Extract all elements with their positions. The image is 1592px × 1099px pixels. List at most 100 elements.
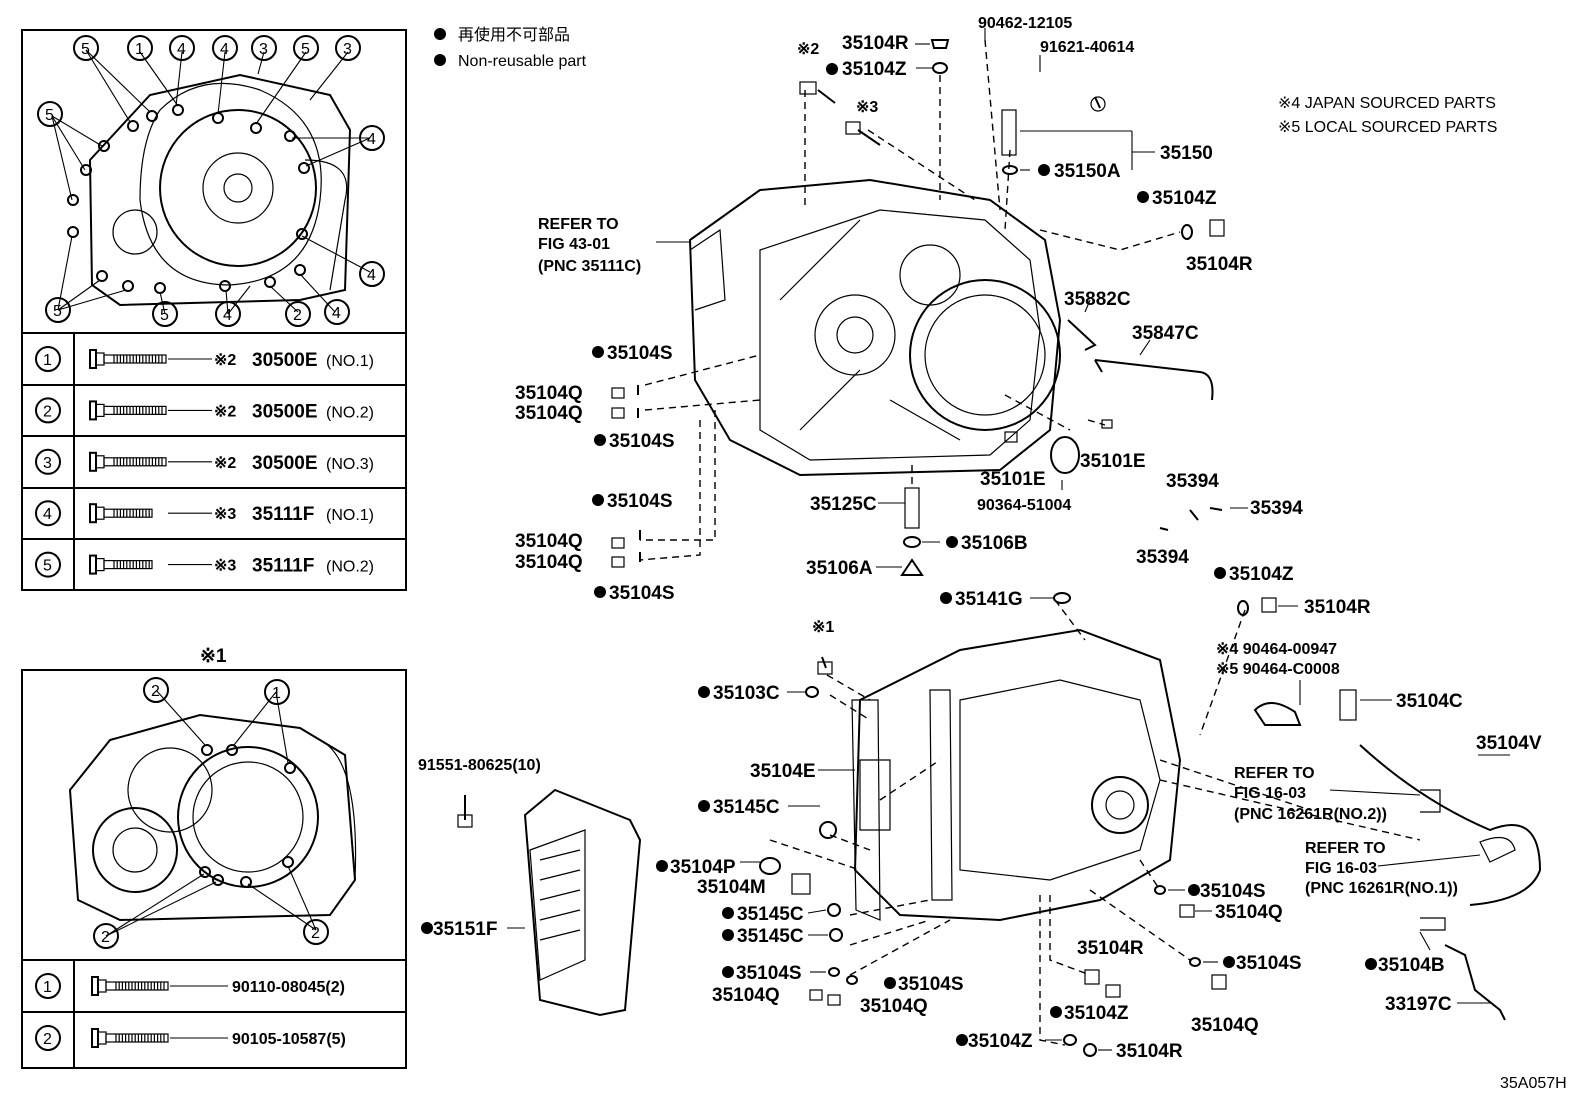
refer1-line3: (PNC 35111C)	[538, 258, 641, 275]
label-35145C-b: 35145C	[737, 904, 804, 925]
label-35104R-a: 35104R	[842, 33, 909, 54]
svg-text:4: 4	[223, 307, 232, 324]
svg-text:4: 4	[177, 41, 186, 58]
refer2-line2: FIG 16-03	[1234, 785, 1306, 802]
row-number: 2	[43, 403, 52, 420]
oil-seal-90364-drawing	[1050, 436, 1080, 474]
inset-top: 5 1 4 4 3 5 3 5 4 4 5 5 4 2 4	[21, 29, 407, 591]
label-35151F: 35151F	[433, 919, 497, 940]
label-35145C-a: 35145C	[713, 797, 780, 818]
svg-text:5: 5	[81, 41, 90, 58]
row-qualifier: (NO.1)	[326, 507, 374, 524]
refer1-line1: REFER TO	[538, 216, 619, 233]
label-35104Q-c: 35104Q	[515, 531, 583, 552]
label-90464-a: ※4 90464-00947	[1216, 641, 1337, 658]
row-part: 30500E	[252, 350, 318, 371]
label-35125C: 35125C	[810, 494, 877, 515]
label-90364: 90364-51004	[977, 497, 1071, 514]
svg-text:3: 3	[259, 41, 268, 58]
row-part: 35111F	[252, 504, 314, 525]
inset-bottom-case-drawing: 2 1 2 2	[68, 677, 357, 949]
label-35104S-b: 35104S	[609, 431, 675, 452]
svg-text:2: 2	[101, 929, 110, 946]
label-35104R-d: 35104R	[1077, 938, 1144, 959]
note-japan-sourced: ※4 JAPAN SOURCED PARTS	[1278, 95, 1496, 112]
row-qualifier: (NO.2)	[326, 559, 374, 576]
row-part: 30500E	[252, 401, 318, 422]
row-part: 90105-10587(5)	[232, 1031, 346, 1048]
inset-bottom: ※1	[21, 646, 407, 1069]
svg-text:2: 2	[293, 307, 302, 324]
legend: 再使用不可部品 Non-reusable part	[434, 26, 587, 70]
part-labels: ※2 35104R 35104Z 90462-12105 91621-40614…	[418, 15, 1542, 1062]
label-35104E: 35104E	[750, 761, 816, 782]
row-mark: ※3	[214, 558, 236, 575]
inset-top-case-drawing: 5 1 4 4 3 5 3 5 4 4 5 5 4 2 4	[37, 35, 385, 327]
label-35104S-h: 35104S	[898, 974, 964, 995]
row-number: 1	[43, 352, 52, 369]
row-number-circle	[35, 973, 61, 999]
label-35150: 35150	[1160, 143, 1213, 164]
small-part-symbols	[457, 39, 1516, 1057]
label-35104R-c: 35104R	[1304, 597, 1371, 618]
label-35150A: 35150A	[1054, 161, 1121, 182]
refer2-line1: REFER TO	[1234, 765, 1315, 782]
inset-bottom-title: ※1	[200, 646, 227, 667]
label-35104B: 35104B	[1378, 955, 1445, 976]
label-mark3: ※3	[856, 99, 878, 116]
label-35394-c: 35394	[1136, 547, 1189, 568]
label-35104Z-c: 35104Z	[1229, 564, 1294, 585]
label-35104S-a: 35104S	[607, 343, 673, 364]
oil-pan-drawing	[523, 788, 642, 1017]
svg-text:2: 2	[311, 925, 320, 942]
label-35104S-c: 35104S	[607, 491, 673, 512]
label-90462: 90462-12105	[978, 15, 1072, 32]
label-35104Q-e: 35104Q	[1215, 902, 1283, 923]
svg-text:5: 5	[45, 107, 54, 124]
label-35103C: 35103C	[713, 683, 780, 704]
label-35104Q-h: 35104Q	[1191, 1015, 1259, 1036]
label-90464-b: ※5 90464-C0008	[1216, 661, 1340, 678]
row-number-circle	[35, 500, 61, 527]
inset-top-callouts: 5 1 4 4 3 5 3 5 4 4 5 5 4 2 4	[37, 35, 385, 327]
label-35106A: 35106A	[806, 558, 873, 579]
label-35104Z-e: 35104Z	[968, 1031, 1033, 1052]
row-number: 5	[43, 558, 52, 575]
label-35104S-f: 35104S	[1236, 953, 1302, 974]
label-35104Q-f: 35104Q	[712, 985, 780, 1006]
row-part: 30500E	[252, 453, 318, 474]
label-35394-a: 35394	[1166, 471, 1219, 492]
svg-text:3: 3	[343, 41, 352, 58]
row-mark: ※2	[214, 403, 236, 420]
label-33197C: 33197C	[1385, 994, 1452, 1015]
label-35104S-d: 35104S	[609, 583, 675, 604]
non-reusable-markers	[421, 63, 1377, 1046]
label-35104Q-a: 35104Q	[515, 383, 583, 404]
refer3-line2: FIG 16-03	[1305, 860, 1377, 877]
label-35104Z-d: 35104Z	[1064, 1003, 1129, 1024]
transaxle-case-drawing	[851, 628, 1182, 922]
legend-jp: 再使用不可部品	[458, 26, 570, 44]
label-91621: 91621-40614	[1040, 39, 1134, 56]
label-35104R-b: 35104R	[1186, 254, 1253, 275]
label-35104S-g: 35104S	[736, 963, 802, 984]
row-qualifier: (NO.1)	[326, 353, 374, 370]
label-mark2: ※2	[797, 41, 819, 58]
label-35104Q-g: 35104Q	[860, 996, 928, 1017]
hose-35104v-drawing	[1359, 744, 1542, 906]
label-35394-b: 35394	[1250, 498, 1303, 519]
label-35104Q-d: 35104Q	[515, 552, 583, 573]
label-mark1: ※1	[812, 619, 834, 636]
inset-top-bolt-holes	[67, 104, 310, 294]
svg-text:4: 4	[367, 131, 376, 148]
